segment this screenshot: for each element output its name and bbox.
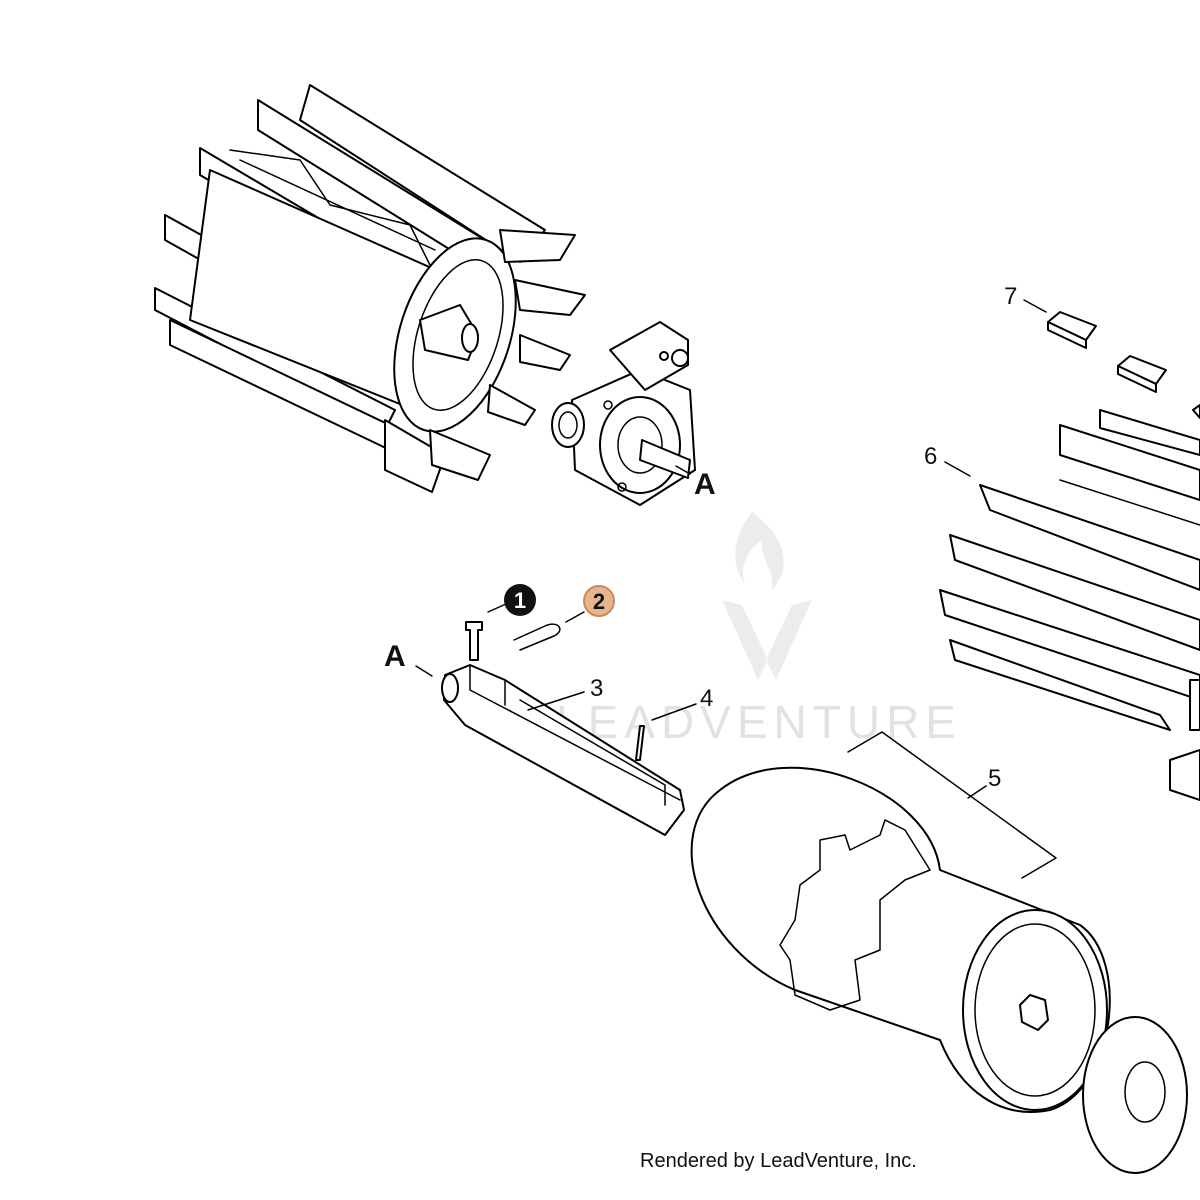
fan-impeller <box>154 84 586 493</box>
leadventure-watermark: LEADVENTURE <box>556 512 962 748</box>
callout-3-label: 3 <box>590 675 603 702</box>
part-7-clip: 7 <box>1004 283 1200 419</box>
callout-1-label: 1 <box>514 588 526 613</box>
part-4-cotter-pin: 4 <box>635 685 713 761</box>
reference-a-upper: A <box>675 465 716 501</box>
callout-2-badge[interactable] <box>583 585 615 617</box>
render-credit: Rendered by LeadVenture, Inc. <box>640 1150 917 1172</box>
callout-5-label: 5 <box>988 765 1001 792</box>
reference-a-lower-label: A <box>384 640 406 673</box>
watermark-text: LEADVENTURE <box>556 696 962 748</box>
part-3-shaft: 3 <box>441 664 685 836</box>
part-5-brush-roller: 5 <box>690 731 1188 1174</box>
part-6-fan-blade: 6 <box>924 409 1200 801</box>
callout-7-label: 7 <box>1004 283 1017 310</box>
part-1-pin: 1 <box>465 584 536 661</box>
gearbox-housing <box>551 321 696 506</box>
callout-1-badge <box>504 584 536 616</box>
callout-6-label: 6 <box>924 443 937 470</box>
callout-4-label: 4 <box>700 685 713 712</box>
reference-a-lower: A <box>384 640 433 677</box>
callout-2-label[interactable]: 2 <box>593 589 605 614</box>
part-2-hairpin-clip: 2 <box>513 585 615 651</box>
reference-a-upper-label: A <box>694 468 716 501</box>
